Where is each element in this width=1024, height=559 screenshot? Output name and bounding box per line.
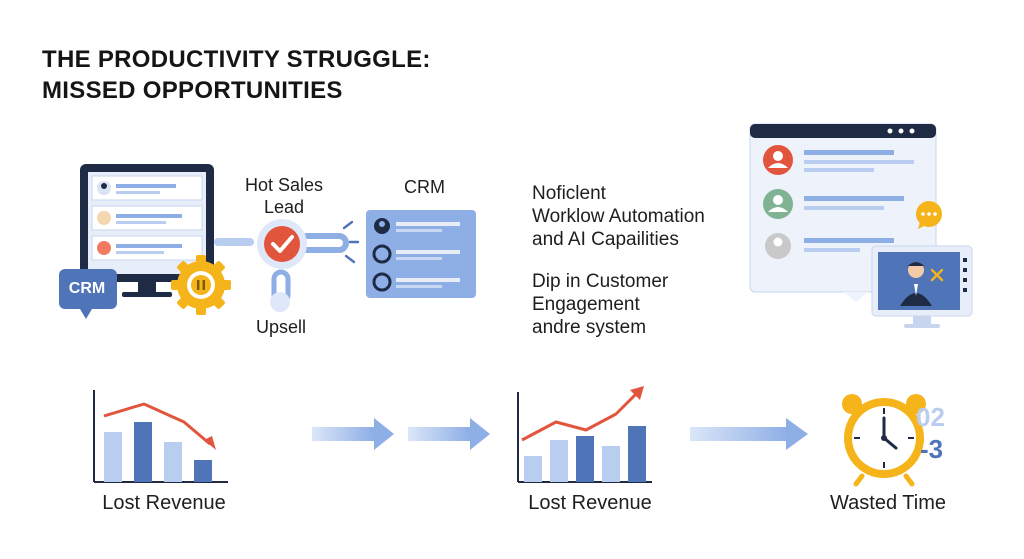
clock-digits-top: 02	[916, 402, 945, 432]
title-line-2: MISSED OPPORTUNITIES	[42, 77, 343, 104]
arrow-right-icon-2	[408, 418, 490, 450]
hot-lead-line-1: Hot Sales	[244, 175, 324, 195]
notes-2-line-2: Engagement	[532, 294, 640, 315]
clock-caption: Wasted Time	[830, 492, 946, 514]
hot-lead-line-2: Lead	[263, 197, 305, 217]
notes-2-line-1: Dip in Customer	[532, 271, 669, 292]
chart2-caption: Lost Revenue	[528, 492, 652, 514]
notes-2-line-3: andre system	[532, 317, 647, 338]
video-monitor-icon	[871, 245, 973, 328]
upsell-label: Upsell	[256, 317, 307, 337]
hot-lead-label: Hot Sales Lead	[238, 174, 330, 218]
alarm-clock-icon	[842, 394, 926, 487]
crm-panel	[366, 210, 476, 298]
trend-down-icon	[93, 390, 228, 483]
chat-bubble-icon	[916, 201, 942, 229]
notes-1-line-2: Worklow Automation	[532, 206, 705, 227]
notes-block-1: Noficlent Worklow Automation and AI Capa…	[532, 182, 772, 251]
crm-panel-title: CRM	[404, 177, 445, 197]
crm-badge-bubble	[59, 269, 117, 319]
title-line-1: THE PRODUCTIVITY STRUGGLE:	[42, 46, 431, 73]
page-title: THE PRODUCTIVITY STRUGGLE: MISSED OPPORT…	[42, 44, 431, 106]
clock-digits-bottom: -3	[920, 434, 944, 464]
arrow-right-icon-3	[690, 418, 808, 450]
crm-badge-label: CRM	[68, 280, 106, 297]
trend-up-icon	[517, 386, 652, 483]
notes-1-line-1: Noficlent	[532, 183, 606, 204]
checkmark-icon	[257, 219, 360, 312]
arrow-right-icon	[312, 418, 394, 450]
notes-block-2: Dip in Customer Engagement andre system	[532, 270, 772, 339]
gear-icon	[171, 255, 231, 315]
chart1-caption: Lost Revenue	[102, 492, 226, 514]
monitor-icon	[80, 164, 254, 297]
notes-1-line-3: and AI Capailities	[532, 229, 679, 250]
